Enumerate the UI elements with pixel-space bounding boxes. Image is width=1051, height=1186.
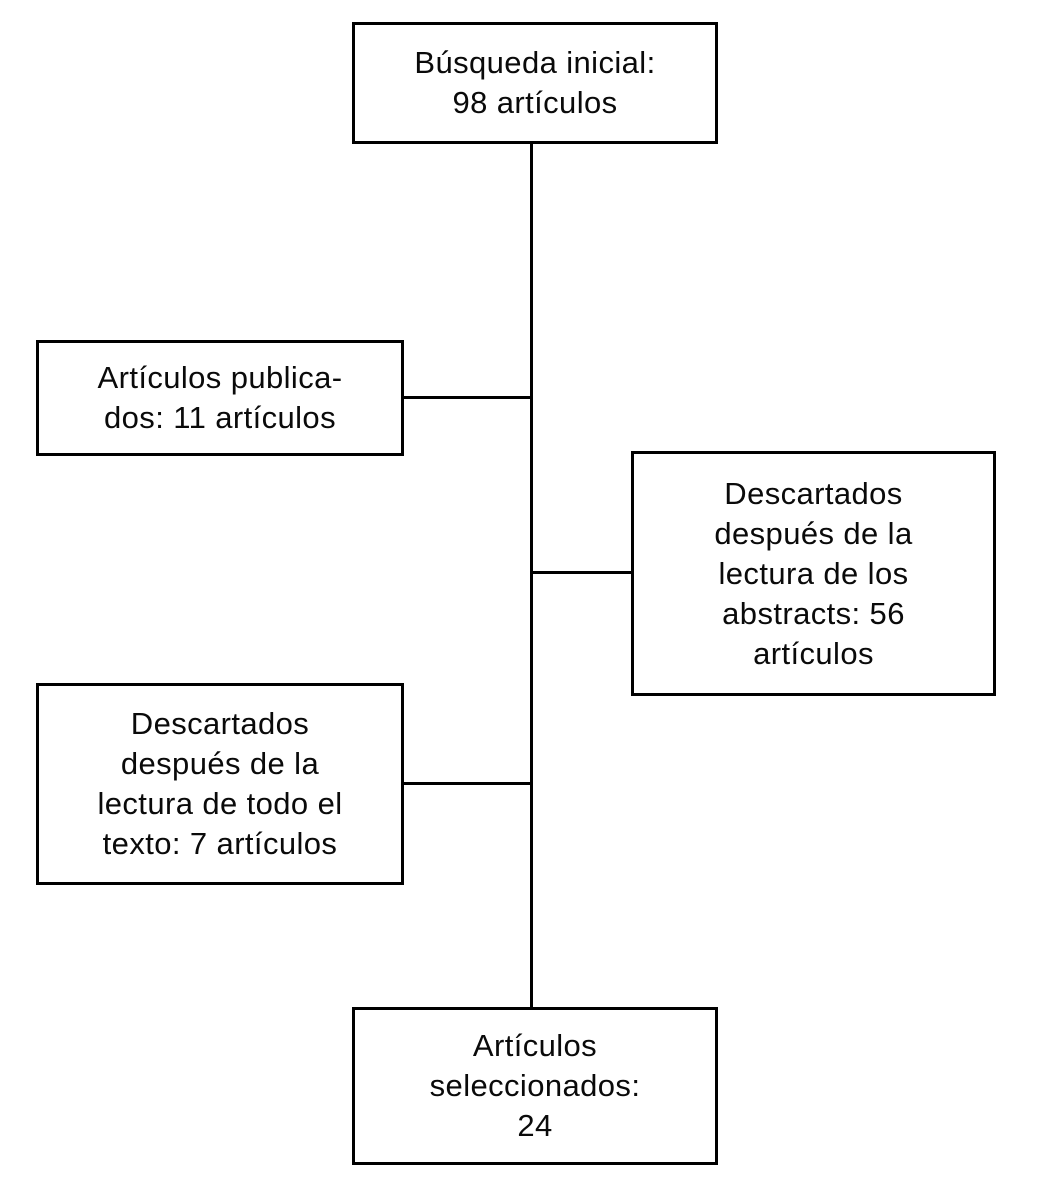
node-discarded-after-abstracts: Descartados después de la lectura de los… (631, 451, 996, 696)
connector-trunk-vertical (530, 144, 533, 1007)
node-discarded-after-abstracts-label: Descartados después de la lectura de los… (714, 475, 913, 671)
node-articles-selected: Artículos seleccionados: 24 (352, 1007, 718, 1165)
node-discarded-after-fulltext: Descartados después de la lectura de tod… (36, 683, 404, 885)
node-initial-search: Búsqueda inicial: 98 artículos (352, 22, 718, 144)
node-discarded-after-fulltext-label: Descartados después de la lectura de tod… (97, 706, 343, 861)
node-articles-selected-label: Artículos seleccionados: 24 (429, 1028, 641, 1143)
connector-published-branch (404, 396, 532, 399)
node-articles-published: Artículos publica- dos: 11 artículos (36, 340, 404, 456)
connector-fulltext-branch (404, 782, 532, 785)
connector-abstracts-branch (531, 571, 631, 574)
node-initial-search-label: Búsqueda inicial: 98 artículos (414, 45, 656, 120)
node-articles-published-label: Artículos publica- dos: 11 artículos (97, 360, 343, 435)
